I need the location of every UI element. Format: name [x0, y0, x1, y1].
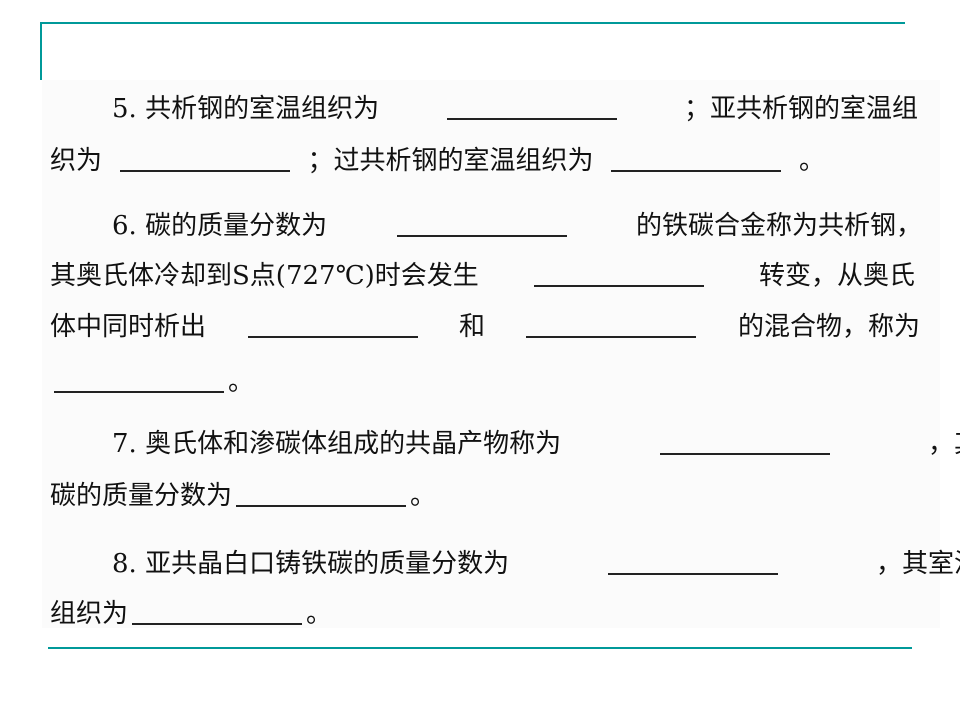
- answer-blank[interactable]: [247, 334, 418, 338]
- answer-blank[interactable]: [526, 334, 697, 338]
- question-5-line: 5. 共析钢的室温组织为 ；亚共析钢的室温组: [112, 90, 918, 124]
- bottom-rule: [48, 647, 912, 649]
- question-text: 。: [306, 599, 333, 629]
- answer-blank[interactable]: [119, 168, 290, 172]
- top-rule: [40, 22, 905, 24]
- question-text: ，其室温: [875, 549, 960, 579]
- question-7-line: 7. 奥氏体和渗碳体组成的共晶产物称为 ，其: [112, 425, 960, 459]
- question-6-line: 。: [50, 363, 254, 397]
- question-text: 。: [410, 481, 437, 511]
- question-text: 组织为: [50, 599, 129, 629]
- question-7-line: 碳的质量分数为 。: [50, 477, 436, 511]
- answer-blank[interactable]: [611, 168, 782, 172]
- question-text: 6. 碳的质量分数为: [112, 211, 328, 241]
- answer-blank[interactable]: [446, 116, 617, 120]
- answer-blank[interactable]: [132, 621, 303, 625]
- answer-blank[interactable]: [659, 451, 830, 455]
- answer-blank[interactable]: [396, 233, 567, 237]
- question-text: ，其: [927, 429, 960, 459]
- answer-blank[interactable]: [54, 389, 224, 393]
- question-text: 碳的质量分数为: [50, 481, 233, 511]
- question-text: 7. 奥氏体和渗碳体组成的共晶产物称为: [112, 429, 562, 459]
- question-text: 的铁碳合金称为共析钢，: [635, 211, 922, 241]
- question-text: 的混合物，称为: [737, 312, 920, 342]
- question-6-line: 其奥氏体冷却到S点(727℃)时会发生 转变，从奥氏: [50, 257, 915, 291]
- question-8-line: 组织为 。: [50, 595, 332, 629]
- answer-blank[interactable]: [607, 571, 778, 575]
- question-panel: 5. 共析钢的室温组织为；亚共析钢的室温组织为；过共析钢的室温组织为。6. 碳的…: [42, 80, 960, 629]
- question-text: 体中同时析出: [50, 312, 207, 342]
- question-6-line: 体中同时析出 和 的混合物，称为: [50, 308, 920, 342]
- question-8-line: 8. 亚共晶白口铸铁碳的质量分数为 ，其室温: [112, 545, 960, 579]
- question-6-line: 6. 碳的质量分数为 的铁碳合金称为共析钢，: [112, 207, 922, 241]
- question-text: 5. 共析钢的室温组织为: [112, 94, 380, 124]
- question-text: 。: [228, 367, 255, 397]
- question-text: 织为: [50, 146, 103, 176]
- question-5-line: 织为 ；过共析钢的室温组织为 。: [50, 142, 825, 176]
- answer-blank[interactable]: [533, 283, 704, 287]
- question-text: 8. 亚共晶白口铸铁碳的质量分数为: [112, 549, 510, 579]
- left-rule: [40, 22, 42, 80]
- question-text: ；亚共析钢的室温组: [683, 94, 918, 124]
- question-text: 转变，从奥氏: [758, 261, 915, 291]
- question-text: ；过共析钢的室温组织为: [307, 146, 594, 176]
- question-text: 其奥氏体冷却到S点(727℃)时会发生: [50, 261, 479, 291]
- answer-blank[interactable]: [236, 503, 407, 507]
- question-text: 。: [798, 146, 825, 176]
- question-text: 和: [458, 312, 485, 342]
